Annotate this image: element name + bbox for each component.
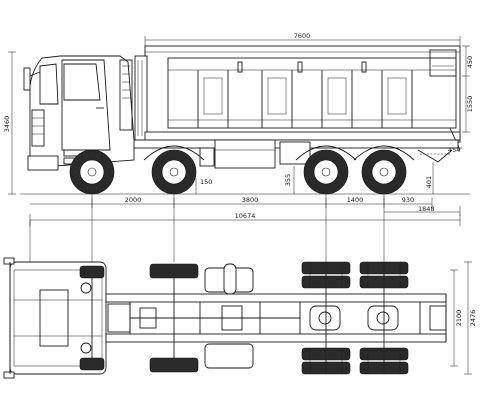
dim-overall-height: 3460 [3,116,11,133]
plan-view: 2100 2476 [3,257,477,379]
dim-rear-to-body: 930 [402,196,414,204]
dim-overall-length: 10674 [235,212,256,220]
side-view [20,45,470,195]
frame-plan [105,263,447,369]
dim-wheelbase-2: 3800 [242,196,259,204]
dim-wheelbase-1: 2000 [125,196,142,204]
wheels-side [69,149,407,195]
dim-body-side: 1550 [466,96,474,113]
dim-body-length: 7600 [294,32,311,40]
dim-body-top: 450 [466,56,474,68]
cab [23,55,135,171]
tyres-plan [79,261,409,375]
dim-rear-clearance: 401 [425,176,433,188]
dim-rear-overhang: 1848 [418,205,435,213]
dim-bumper-clearance: 150 [200,178,212,186]
dump-body [134,45,461,151]
cab-plan [3,257,107,379]
dim-tail-height: 454 [448,146,460,154]
dim-track-width: 2100 [455,310,463,327]
plan-dimensions: 2100 2476 [450,261,477,375]
chassis-side [59,139,459,169]
side-dimensions: 7600 450 1550 3460 454 401 355 150 2000 … [3,32,474,262]
dim-wheelbase-3: 1400 [347,196,364,204]
dim-overall-width: 2476 [469,310,477,327]
dim-front-step: 355 [284,174,292,186]
